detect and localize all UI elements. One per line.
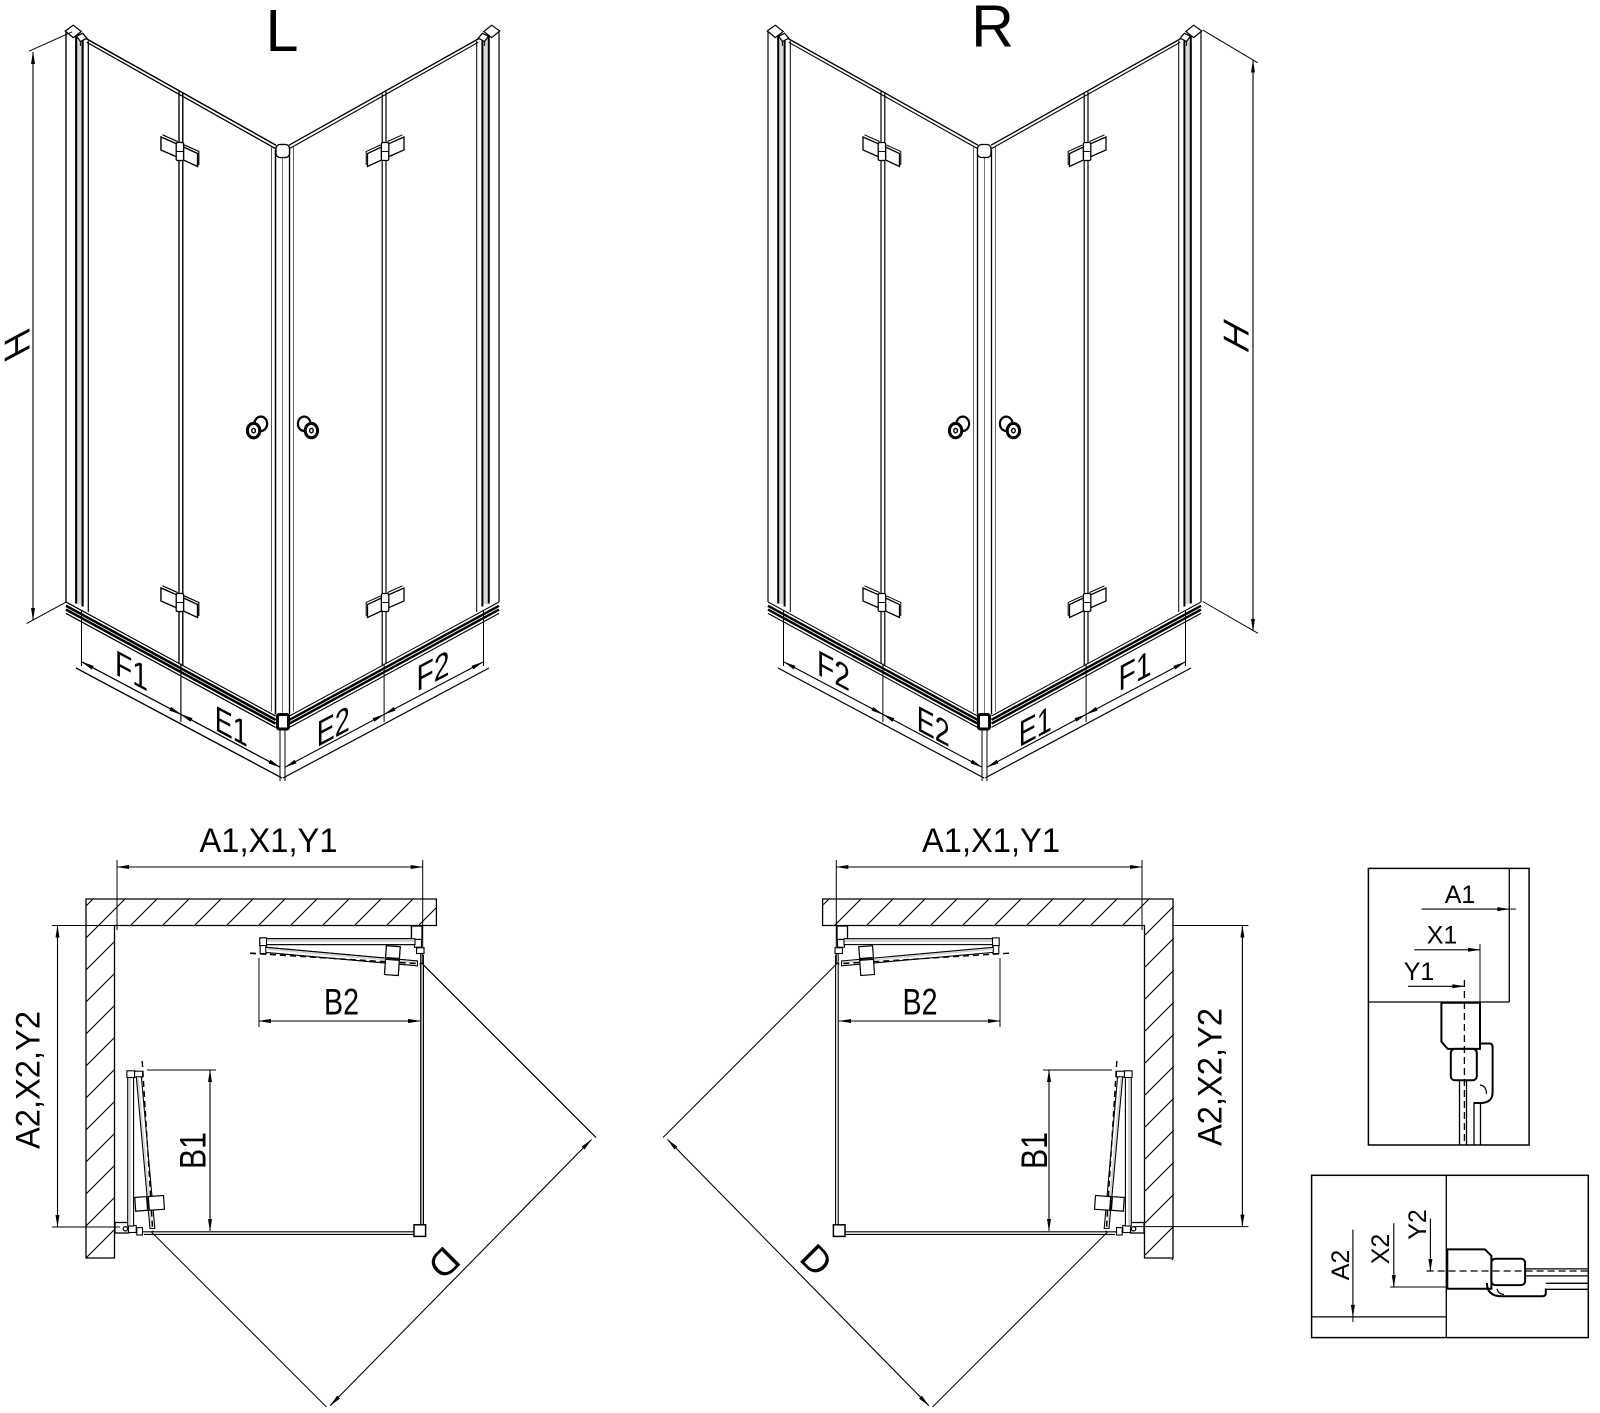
svg-text:R: R <box>971 0 1014 60</box>
svg-text:B1: B1 <box>173 1132 214 1169</box>
svg-text:B1: B1 <box>1014 1132 1055 1169</box>
svg-text:B2: B2 <box>324 982 359 1023</box>
svg-text:A2,X2,Y2: A2,X2,Y2 <box>10 1011 48 1149</box>
svg-text:L: L <box>266 0 299 64</box>
svg-text:Y1: Y1 <box>1404 958 1435 986</box>
svg-text:A2,X2,Y2: A2,X2,Y2 <box>1192 1008 1230 1146</box>
svg-text:X1: X1 <box>1427 922 1458 950</box>
svg-text:B2: B2 <box>903 982 938 1023</box>
svg-text:A1,X1,Y1: A1,X1,Y1 <box>200 822 338 860</box>
svg-text:Y2: Y2 <box>1404 1209 1432 1240</box>
svg-text:A2: A2 <box>1327 1250 1355 1281</box>
svg-text:A1,X1,Y1: A1,X1,Y1 <box>922 822 1060 860</box>
svg-text:A1: A1 <box>1445 881 1476 909</box>
svg-text:X2: X2 <box>1367 1234 1395 1265</box>
